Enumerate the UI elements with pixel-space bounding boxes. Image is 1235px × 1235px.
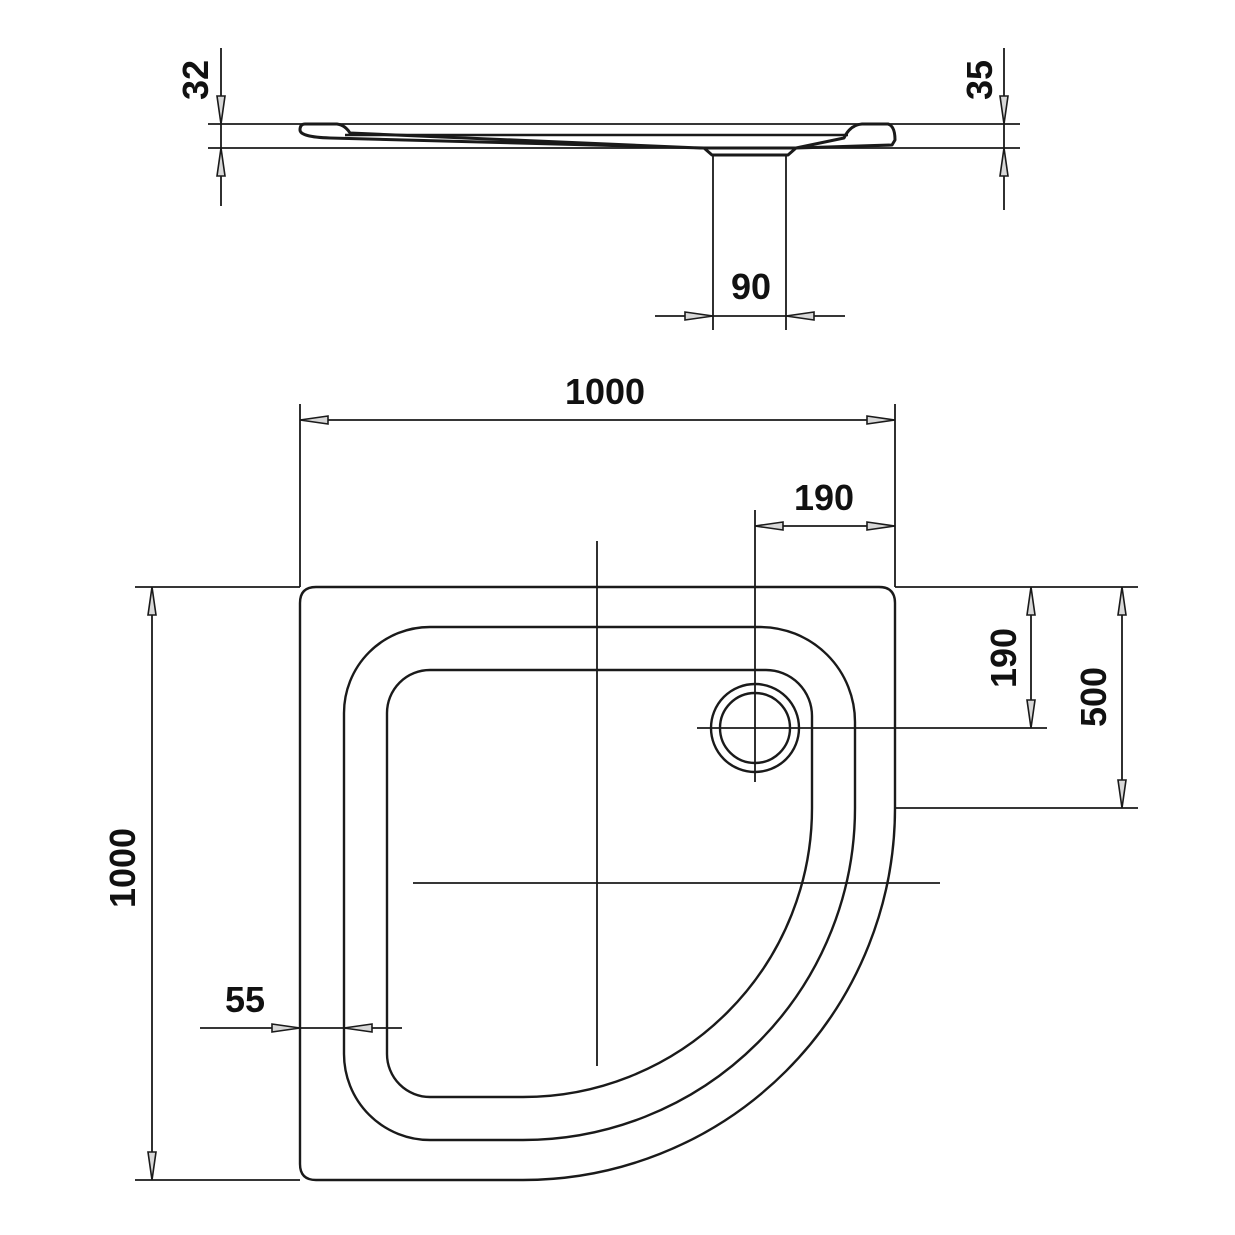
- arrowhead: [684, 311, 714, 321]
- dim-label-drain-offset-x: 190: [794, 477, 854, 518]
- arrowhead: [754, 521, 784, 531]
- dim-label-right-height: 35: [959, 60, 1000, 100]
- arrowhead: [147, 1151, 157, 1181]
- tray-rim-outline: [342, 625, 857, 1142]
- arrowhead: [999, 147, 1009, 177]
- arrowhead: [1117, 779, 1127, 809]
- dim-label-height: 1000: [102, 828, 143, 908]
- tray-basin-outline: [385, 668, 814, 1099]
- arrowhead: [866, 415, 896, 425]
- arrowhead: [1117, 586, 1127, 616]
- tray-outer-outline: [298, 585, 897, 1182]
- arrowhead: [1026, 586, 1036, 616]
- arrowhead: [147, 586, 157, 616]
- dim-label-width: 1000: [565, 371, 645, 412]
- side-view: 32 35 90: [175, 48, 1020, 330]
- arrowhead: [785, 311, 815, 321]
- dim-label-left-height: 32: [175, 60, 216, 100]
- dim-label-drain-offset-y: 190: [983, 628, 1024, 688]
- arrowhead: [271, 1023, 301, 1033]
- dim-label-rim-width: 55: [225, 979, 265, 1020]
- tray-side-profile: [298, 122, 897, 157]
- dim-label-drain-width: 90: [731, 266, 771, 307]
- arrowhead: [216, 147, 226, 177]
- top-view: 1000 190 190 500 1000 55: [102, 371, 1138, 1182]
- dim-label-straight-side: 500: [1073, 667, 1114, 727]
- arrowhead: [299, 415, 329, 425]
- arrowhead: [216, 95, 226, 125]
- arrowhead: [999, 95, 1009, 125]
- arrowhead: [1026, 699, 1036, 729]
- arrowhead: [866, 521, 896, 531]
- arrowhead: [343, 1023, 373, 1033]
